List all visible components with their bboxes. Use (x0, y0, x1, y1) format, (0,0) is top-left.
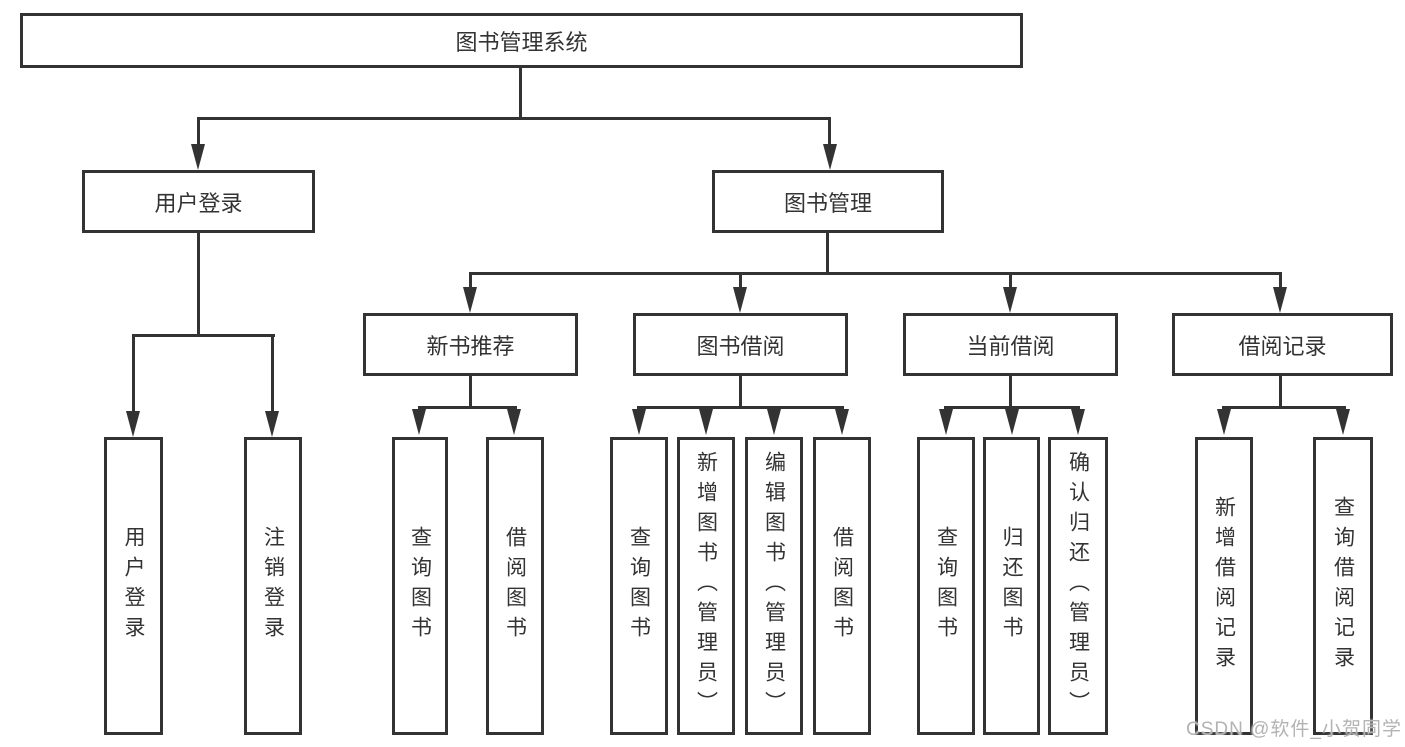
arrowhead (1336, 409, 1350, 435)
connector-stem (197, 233, 200, 336)
arrowhead (939, 409, 953, 435)
leaf-user-login: 用户登录 (104, 437, 163, 735)
node-book-borrow: 图书借阅 (633, 313, 848, 376)
connector-drop (132, 334, 135, 413)
connector-bar (944, 406, 1080, 409)
connector-stem (519, 68, 522, 120)
connector-drop (1279, 272, 1282, 290)
arrowhead (1273, 287, 1287, 313)
arrowhead (126, 411, 140, 437)
leaf-borrow-books-recommend: 借阅图书 (486, 437, 544, 735)
node-book-management: 图书管理 (712, 170, 944, 233)
connector-stem (1279, 376, 1282, 409)
connector-drop (1009, 272, 1012, 290)
arrowhead (1005, 409, 1019, 435)
connector-bar (197, 117, 831, 120)
arrowhead (835, 409, 849, 435)
arrowhead (507, 409, 521, 435)
connector-stem (826, 233, 829, 275)
leaf-confirm-return-admin: 确认归还（管理员） (1048, 437, 1108, 735)
leaf-return-books: 归还图书 (983, 437, 1040, 735)
connector-stem (469, 376, 472, 409)
leaf-query-books-borrow: 查询图书 (610, 437, 668, 735)
arrowhead (1071, 409, 1085, 435)
connector-bar (418, 406, 517, 409)
node-root: 图书管理系统 (20, 13, 1023, 68)
leaf-add-borrow-record: 新增借阅记录 (1195, 437, 1253, 735)
leaf-query-books-current: 查询图书 (917, 437, 975, 735)
connector-bar (637, 406, 844, 409)
arrowhead (412, 409, 426, 435)
arrowhead (265, 411, 279, 437)
arrowhead (823, 144, 837, 170)
arrowhead (632, 409, 646, 435)
leaf-query-borrow-record: 查询借阅记录 (1313, 437, 1373, 735)
arrowhead (191, 144, 205, 170)
connector-bar (469, 272, 1282, 275)
leaf-query-books-recommend: 查询图书 (392, 437, 448, 735)
connector-bar (1222, 406, 1346, 409)
arrowhead (1003, 287, 1017, 313)
connector-bar (132, 334, 275, 337)
leaf-add-book-admin: 新增图书（管理员） (677, 437, 735, 735)
arrowhead (1217, 409, 1231, 435)
leaf-logout: 注销登录 (244, 437, 302, 735)
node-current-borrow: 当前借阅 (903, 313, 1118, 376)
arrowhead (767, 409, 781, 435)
connector-drop (828, 117, 831, 148)
node-new-book-recommend: 新书推荐 (363, 313, 578, 376)
connector-stem (739, 376, 742, 409)
arrowhead (463, 287, 477, 313)
leaf-edit-book-admin: 编辑图书（管理员） (745, 437, 803, 735)
leaf-borrow-books: 借阅图书 (813, 437, 871, 735)
connector-drop (197, 117, 200, 148)
connector-stem (1009, 376, 1012, 409)
watermark: CSDN @软件_小贺同学 (1186, 719, 1402, 740)
arrowhead (699, 409, 713, 435)
arrowhead (733, 287, 747, 313)
connector-drop (271, 334, 274, 413)
connector-drop (469, 272, 472, 290)
connector-drop (739, 272, 742, 290)
node-user-login: 用户登录 (82, 170, 315, 233)
node-borrow-records: 借阅记录 (1172, 313, 1393, 376)
